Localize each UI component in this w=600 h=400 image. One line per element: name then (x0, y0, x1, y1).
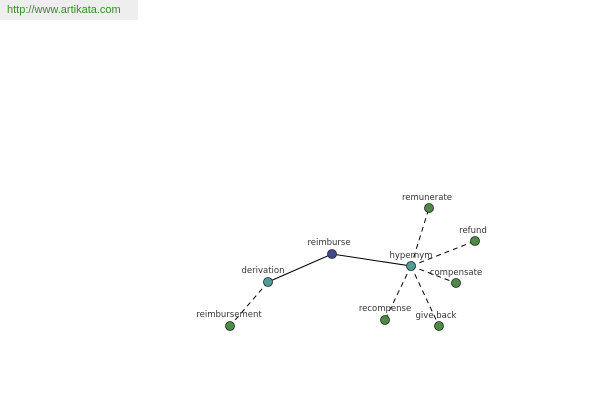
edge-hypernym-refund (410, 240, 476, 267)
label-reimburse: reimburse (307, 238, 350, 248)
node-remunerate[interactable] (424, 203, 434, 213)
edge-derivation-reimbursement (229, 281, 269, 327)
node-reimbursement[interactable] (225, 321, 235, 331)
edge-reimburse-derivation (267, 253, 333, 283)
label-recompense: recompense (359, 304, 411, 314)
edge-hypernym-compensate (410, 265, 457, 284)
label-compensate: compensate (430, 268, 482, 278)
edge-hypernym-remunerate (410, 207, 430, 267)
node-derivation[interactable] (263, 277, 273, 287)
edge-hypernym-recompense (384, 265, 412, 321)
source-url[interactable]: http://www.artikata.com (7, 4, 121, 16)
label-refund: refund (459, 226, 487, 236)
node-compensate[interactable] (451, 278, 461, 288)
node-refund[interactable] (470, 236, 480, 246)
label-derivation: derivation (241, 266, 284, 276)
label-give-back: give back (416, 311, 457, 321)
label-remunerate: remunerate (402, 193, 452, 203)
node-hypernym[interactable] (406, 261, 416, 271)
node-reimburse[interactable] (327, 249, 337, 259)
node-recompense[interactable] (380, 315, 390, 325)
edge-reimburse-hypernym (331, 253, 412, 267)
label-reimbursement: reimbursement (196, 310, 262, 320)
label-hypernym: hypernym (389, 251, 432, 261)
edge-hypernym-give-back (410, 265, 440, 327)
url-banner: http://www.artikata.com (0, 0, 138, 20)
node-give-back[interactable] (434, 321, 444, 331)
